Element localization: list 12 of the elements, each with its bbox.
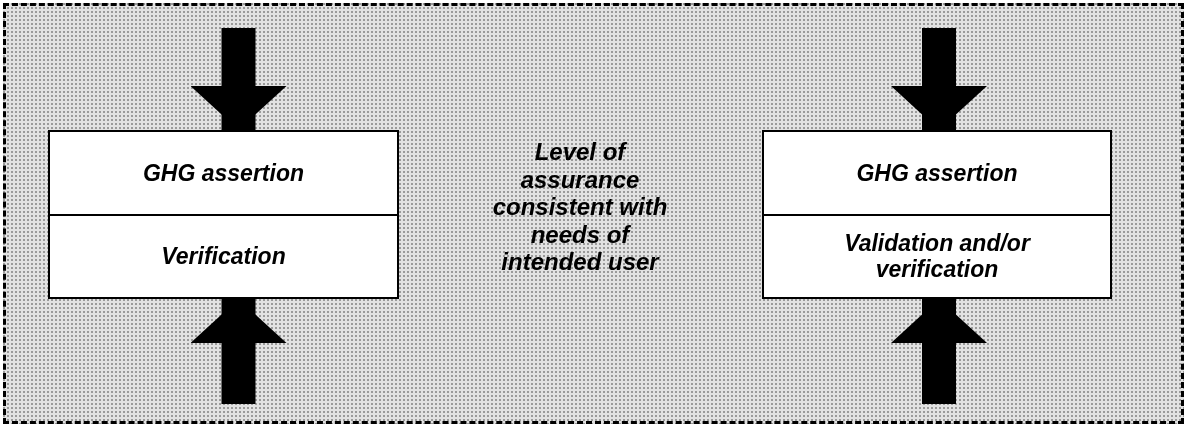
box-text: Verification <box>160 243 287 270</box>
block-arrow <box>190 299 287 404</box>
box-heading: GHG assertion <box>141 159 305 186</box>
block-arrow <box>190 28 287 130</box>
box-text: Validation and/or verification <box>843 229 1032 283</box>
assertion-box <box>762 130 1112 299</box>
block-arrow <box>891 299 987 404</box>
block-arrow <box>891 28 987 130</box>
dashed-frame <box>3 3 1184 424</box>
assertion-box <box>48 130 399 299</box>
note-text: Level of assurance consistent with needs of intended user <box>491 138 669 276</box>
box-heading: GHG assertion <box>855 159 1019 186</box>
